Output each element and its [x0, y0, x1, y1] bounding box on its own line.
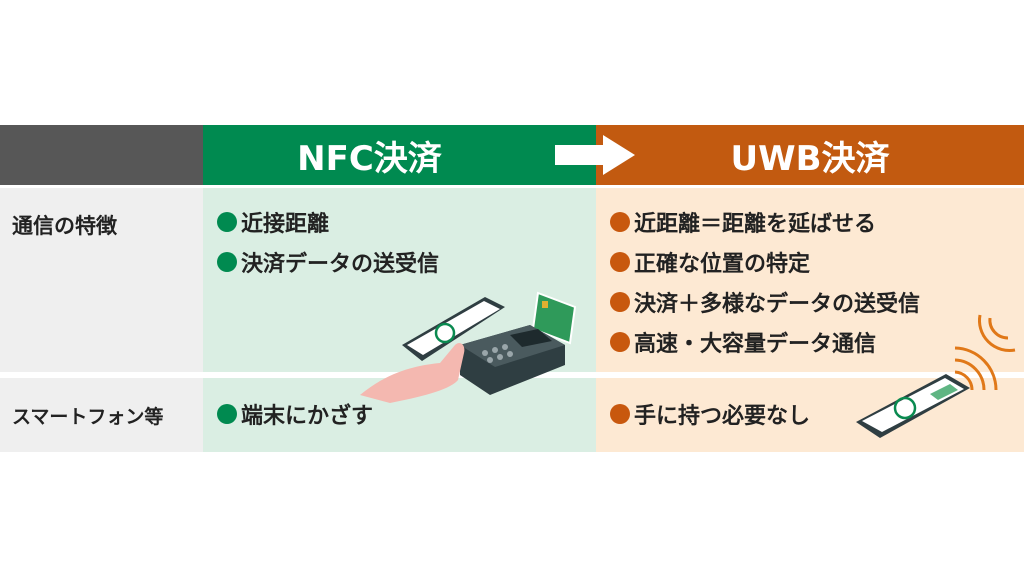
- label-text: スマートフォン等: [12, 405, 164, 428]
- uwb-title: UWB決済: [730, 138, 890, 179]
- payment-terminal-icon: [460, 325, 565, 395]
- bullet-icon: [217, 212, 237, 232]
- row-label-smartphone: スマートフォン等: [0, 378, 203, 452]
- nfc-header: NFC決済: [203, 125, 596, 185]
- list-item: 高速・大容量データ通信: [610, 322, 1024, 362]
- nfc-communication-cell: 近接距離 決済データの送受信: [203, 188, 596, 372]
- uwb-header: UWB決済: [596, 125, 1024, 185]
- list-item: 近距離＝距離を延ばせる: [610, 202, 1024, 242]
- hand-icon: [360, 342, 465, 403]
- list-item: 近接距離: [217, 202, 596, 242]
- bullet-icon: [217, 252, 237, 272]
- row-label-communication: 通信の特徴: [0, 188, 203, 372]
- uwb-phone-illustration: [856, 314, 1016, 438]
- bullet-icon: [217, 404, 237, 424]
- list-item: 決済＋多様なデータの送受信: [610, 282, 1024, 322]
- bullet-icon: [610, 292, 630, 312]
- list-item: 正確な位置の特定: [610, 242, 1024, 282]
- bullet-icon: [610, 252, 630, 272]
- bullet-icon: [610, 212, 630, 232]
- list-item: 端末にかざす: [217, 394, 596, 434]
- card-icon: [531, 291, 577, 345]
- uwb-communication-cell: 近距離＝距離を延ばせる 正確な位置の特定 決済＋多様なデータの送受信 高速・大容…: [596, 188, 1024, 372]
- right-arrow-icon: [555, 135, 635, 175]
- header-blank: [0, 125, 203, 185]
- nfc-payment-illustration: [360, 291, 577, 403]
- signal-waves-icon: [954, 314, 1016, 391]
- list-item: 決済データの送受信: [217, 242, 596, 282]
- nfc-title: NFC決済: [297, 138, 442, 179]
- list-item: 手に持つ必要なし: [610, 394, 1024, 434]
- label-text: 通信の特徴: [12, 214, 117, 238]
- nfc-smartphone-cell: 端末にかざす: [203, 378, 596, 452]
- bullet-icon: [610, 404, 630, 424]
- smartphone-icon: [856, 374, 970, 438]
- bullet-icon: [610, 332, 630, 352]
- smartphone-icon: [402, 297, 505, 361]
